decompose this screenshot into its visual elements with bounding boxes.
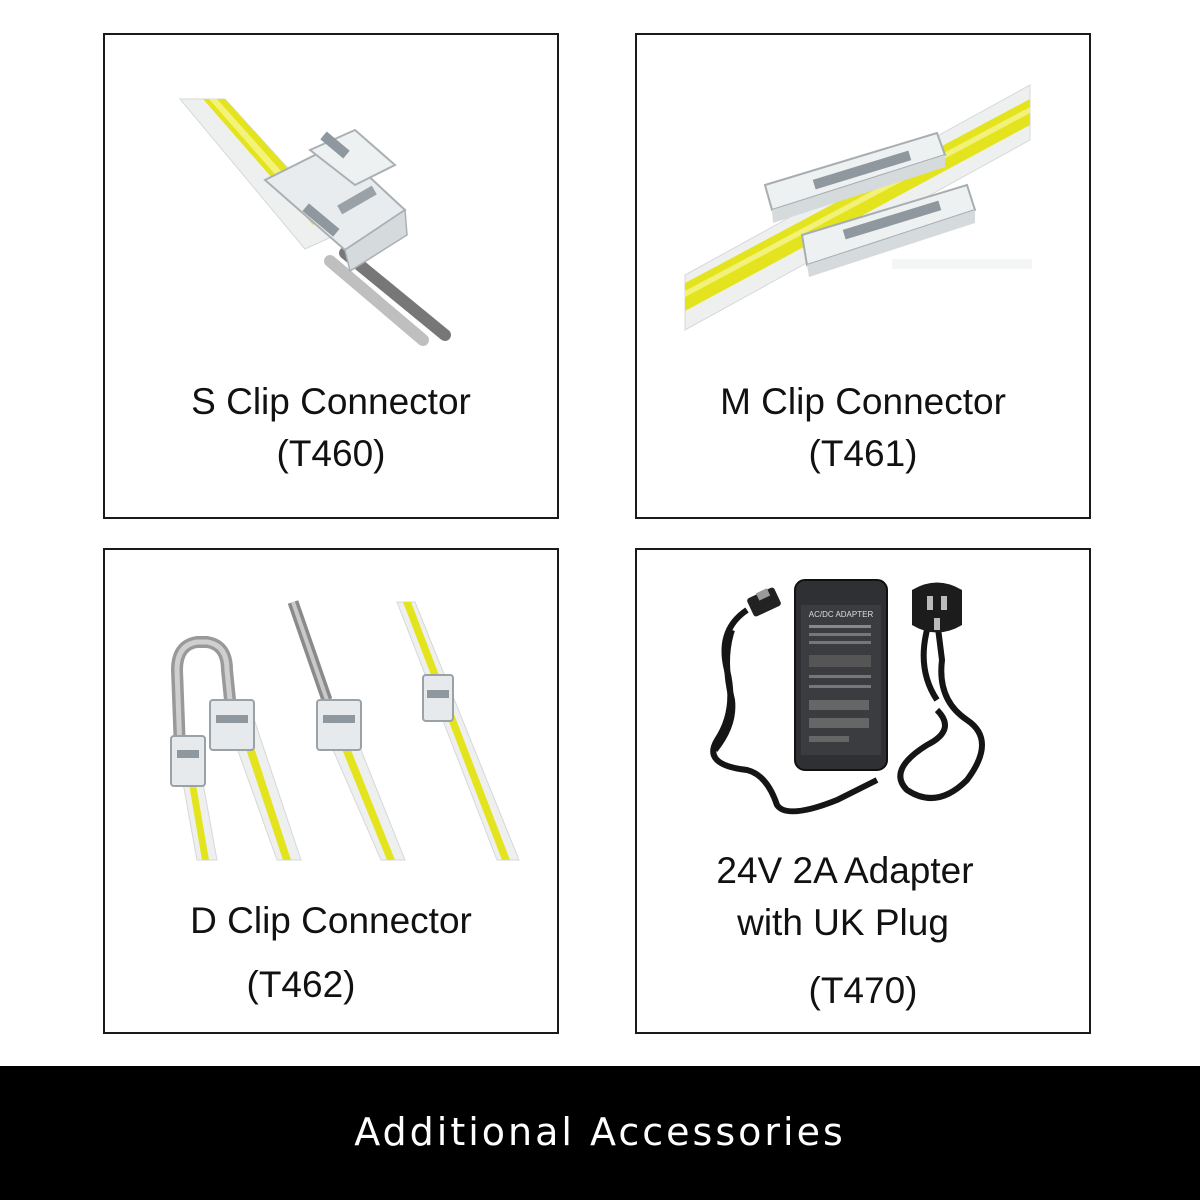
d-clip-code: (T462): [246, 964, 356, 1005]
adapter-title-line1: 24V 2A Adapter: [716, 850, 974, 891]
s-clip-connector-image: [178, 98, 451, 346]
d-clip-title: D Clip Connector: [190, 900, 472, 941]
d-clip-connector-image: [170, 600, 520, 861]
adapter-code: (T470): [808, 970, 918, 1011]
card-adapter-uk-plug: AC/DC ADAPTER 24V 2A Adapter with UK Plu…: [635, 548, 1091, 1034]
adapter-title-line2: with UK Plug: [737, 902, 949, 943]
footer-bar: Additional Accessories: [0, 1066, 1200, 1200]
adapter-image: AC/DC ADAPTER: [710, 579, 985, 815]
card-d-clip-connector: D Clip Connector (T462): [103, 548, 559, 1034]
s-clip-code: (T460): [276, 433, 386, 474]
card-m-clip-connector: M Clip Connector (T461): [635, 33, 1091, 519]
adapter-label-text: AC/DC ADAPTER: [809, 610, 874, 619]
footer-title: Additional Accessories: [354, 1110, 846, 1154]
s-clip-title: S Clip Connector: [191, 381, 471, 422]
card-s-clip-connector: S Clip Connector (T460): [103, 33, 559, 519]
m-clip-code: (T461): [808, 433, 918, 474]
m-clip-connector-image: [684, 84, 1032, 331]
m-clip-title: M Clip Connector: [720, 381, 1006, 422]
